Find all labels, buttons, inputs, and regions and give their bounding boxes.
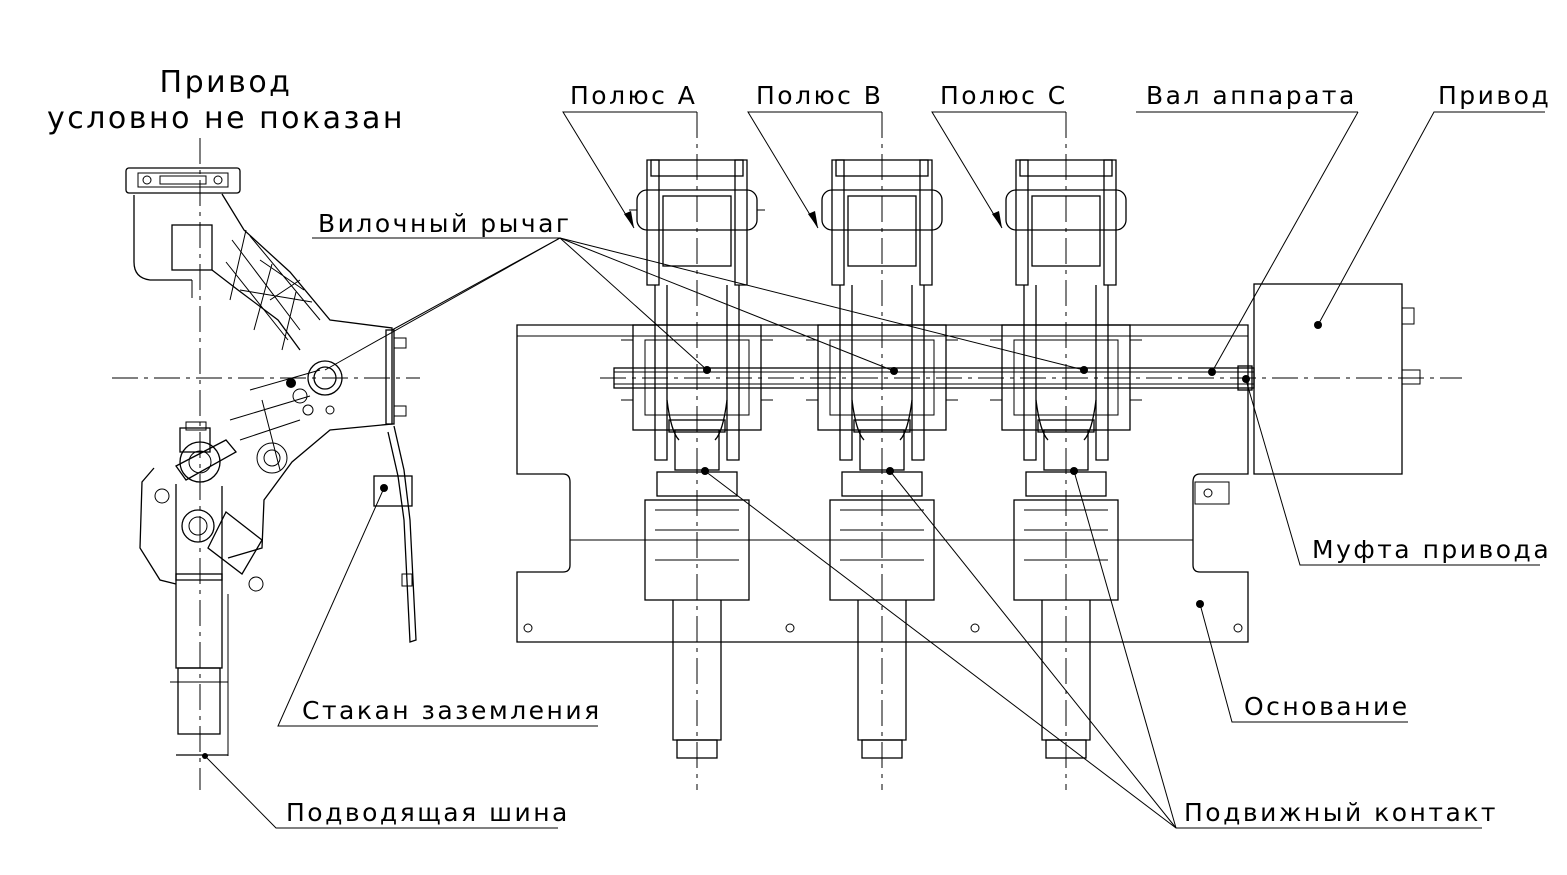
pole-c: [990, 159, 1142, 759]
left-view-title-line1: Привод: [160, 65, 293, 100]
label-drive: Привод: [1438, 81, 1551, 110]
label-pole-a: Полюс A: [570, 81, 697, 110]
leader-lines: [204, 111, 1545, 829]
label-shaft: Вал аппарата: [1146, 81, 1357, 110]
label-pole-b: Полюс B: [756, 81, 883, 110]
label-pole-c: Полюс C: [940, 81, 1068, 110]
center-lines: [112, 112, 1462, 790]
label-supply-bus: Подводящая шина: [286, 798, 570, 827]
pole-b: [806, 159, 958, 759]
left-view-title-line2: условно не показан: [47, 101, 405, 136]
label-base: Основание: [1244, 692, 1410, 721]
label-moving-contact: Подвижный контакт: [1184, 798, 1498, 827]
side-view: [125, 167, 417, 759]
drive-unit: [1253, 283, 1421, 475]
label-fork-lever: Вилочный рычаг: [318, 209, 572, 238]
label-grounding-cup: Стакан заземления: [302, 696, 602, 725]
label-drive-coupling: Муфта привода: [1312, 535, 1551, 564]
pole-a: [621, 159, 773, 759]
